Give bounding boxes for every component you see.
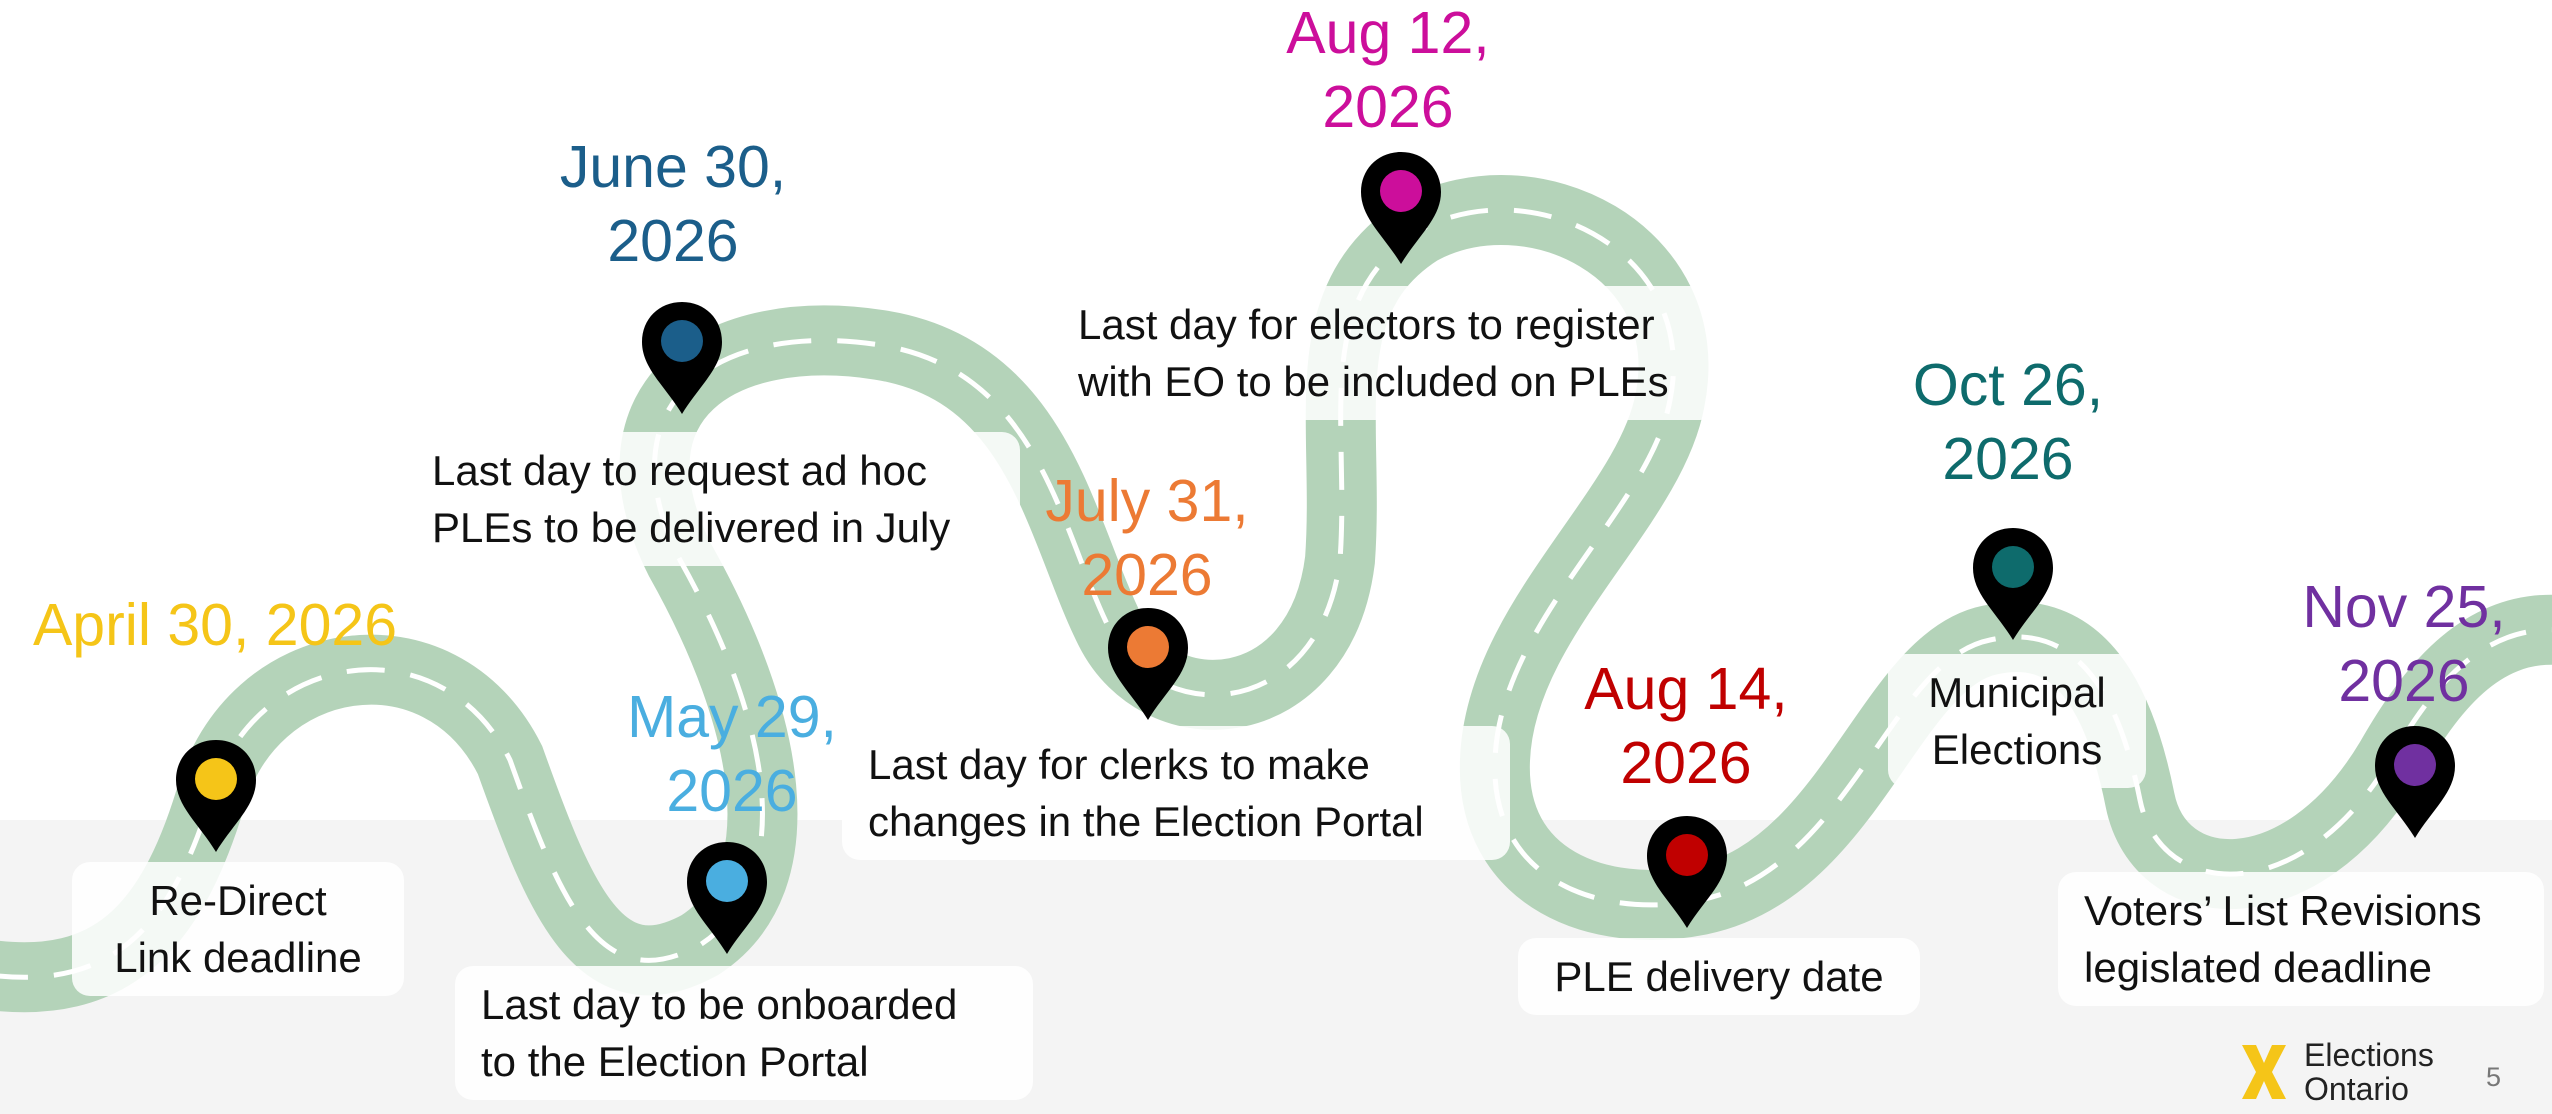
- pin-dot: [706, 860, 748, 902]
- milestone-5-label-line-1: Last day for electors to register: [1078, 301, 1655, 348]
- milestone-3-date: June 30, 2026: [560, 130, 786, 278]
- milestone-6-date: Aug 14, 2026: [1584, 652, 1787, 800]
- milestone-8-label-line-2: legislated deadline: [2084, 944, 2432, 991]
- milestone-3-label-line-1: Last day to request ad hoc: [432, 447, 927, 494]
- milestone-1-date-line-1: April 30, 2026: [32, 592, 398, 658]
- map-pin-icon: [1361, 152, 1441, 264]
- milestone-5-label: Last day for electors to register with E…: [1052, 286, 1718, 420]
- map-pin-icon: [1108, 608, 1188, 720]
- pin-dot: [1127, 626, 1169, 668]
- logo-line-2: Ontario: [2304, 1071, 2409, 1107]
- milestone-3-label: Last day to request ad hoc PLEs to be de…: [406, 432, 1020, 566]
- milestone-4-date-line-2: 2026: [1081, 542, 1213, 608]
- milestone-8-date: Nov 25, 2026: [2302, 570, 2505, 718]
- milestone-5-date: Aug 12, 2026: [1286, 0, 1489, 144]
- map-pin-icon: [1973, 528, 2053, 640]
- pin-dot: [1666, 834, 1708, 876]
- milestone-1-date: April 30, 2026: [33, 588, 397, 662]
- milestone-5-date-line-2: 2026: [1322, 74, 1454, 140]
- x-logo-icon: [2242, 1045, 2286, 1099]
- milestone-3-date-line-2: 2026: [607, 208, 739, 274]
- milestone-2-date: May 29, 2026: [627, 680, 837, 828]
- milestone-2-date-line-1: May 29,: [627, 684, 837, 750]
- milestone-4-label-line-2: changes in the Election Portal: [868, 798, 1424, 845]
- milestone-3-date-line-1: June 30,: [559, 134, 787, 200]
- elections-ontario-logo: Elections Ontario: [2236, 1038, 2434, 1106]
- milestone-2-label: Last day to be onboarded to the Election…: [455, 966, 1033, 1100]
- milestone-2-label-line-1: Last day to be onboarded: [481, 981, 958, 1028]
- milestone-2-label-line-2: to the Election Portal: [481, 1038, 869, 1085]
- milestone-4-label-line-1: Last day for clerks to make: [868, 741, 1370, 788]
- milestone-6-label-line-1: PLE delivery date: [1554, 953, 1884, 1000]
- milestone-2-date-line-2: 2026: [666, 758, 798, 824]
- map-pin-icon: [176, 740, 256, 852]
- milestone-6-date-line-2: 2026: [1620, 730, 1752, 796]
- milestone-7-date-line-2: 2026: [1942, 426, 2074, 492]
- milestone-3-label-line-2: PLEs to be delivered in July: [432, 504, 951, 551]
- pin-dot: [1380, 170, 1422, 212]
- milestone-5-date-line-1: Aug 12,: [1286, 0, 1490, 66]
- milestone-8-date-line-1: Nov 25,: [2302, 574, 2506, 640]
- milestone-7-label-line-1: Municipal: [1928, 669, 2106, 716]
- milestone-7-label-line-2: Elections: [1931, 726, 2103, 773]
- milestone-4-date: July 31, 2026: [1045, 464, 1248, 612]
- milestone-6-label: PLE delivery date: [1518, 938, 1920, 1015]
- map-pin-icon: [2375, 726, 2455, 838]
- milestone-1-label-line-1: Re-Direct: [149, 877, 327, 924]
- map-pin-icon: [1647, 816, 1727, 928]
- map-pin-icon: [687, 842, 767, 954]
- pin-dot: [195, 758, 237, 800]
- milestone-7-label: Municipal Elections: [1888, 654, 2146, 788]
- milestone-7-date-line-1: Oct 26,: [1912, 352, 2104, 418]
- logo-line-1: Elections: [2304, 1037, 2434, 1073]
- map-pin-icon: [642, 302, 722, 414]
- pin-dot: [661, 320, 703, 362]
- milestone-4-date-line-1: July 31,: [1045, 468, 1249, 534]
- milestone-6-date-line-1: Aug 14,: [1584, 656, 1788, 722]
- milestone-1-label-line-2: Link deadline: [114, 934, 362, 981]
- pin-dot: [2394, 744, 2436, 786]
- milestone-8-label-line-1: Voters’ List Revisions: [2084, 887, 2482, 934]
- pin-dot: [1992, 546, 2034, 588]
- milestone-7-date: Oct 26, 2026: [1913, 348, 2103, 496]
- milestone-4-label: Last day for clerks to make changes in t…: [842, 726, 1510, 860]
- road-center-dashes: [0, 207, 2552, 980]
- milestone-8-label: Voters’ List Revisions legislated deadli…: [2058, 872, 2544, 1006]
- logo-wordmark: Elections Ontario: [2304, 1038, 2434, 1106]
- page-number: 5: [2486, 1062, 2502, 1092]
- milestone-1-label: Re-Direct Link deadline: [72, 862, 404, 996]
- milestone-5-label-line-2: with EO to be included on PLEs: [1078, 358, 1669, 405]
- milestone-8-date-line-2: 2026: [2338, 648, 2470, 714]
